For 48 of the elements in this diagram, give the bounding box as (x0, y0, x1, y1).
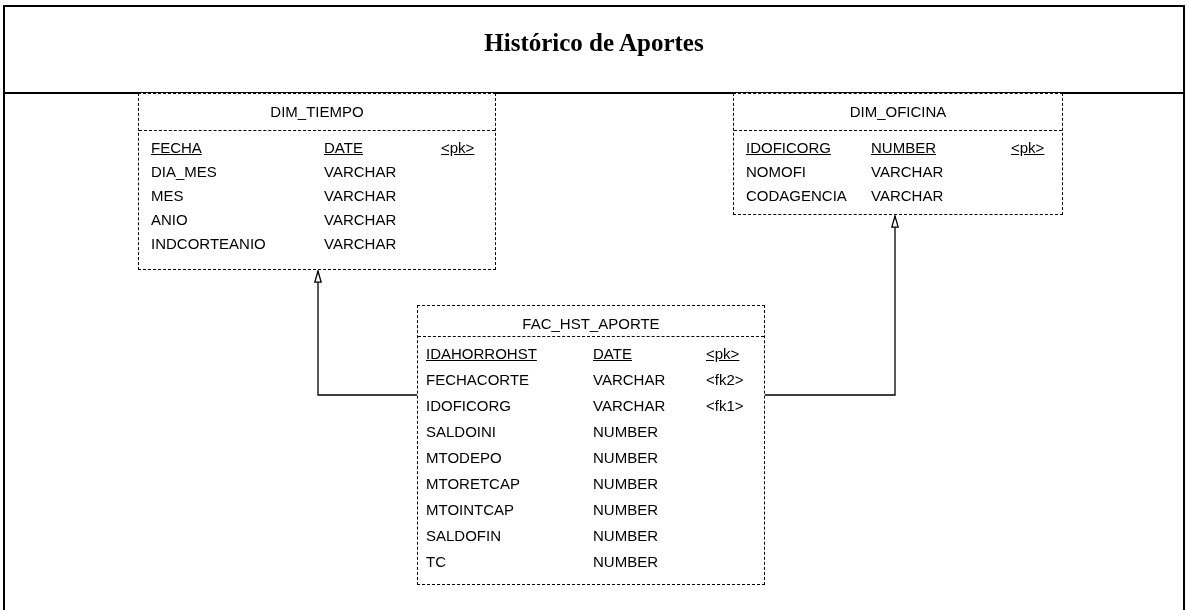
column-name: IDAHORROHST (426, 344, 537, 364)
column-type: NUMBER (593, 474, 658, 494)
relationship-line (764, 215, 899, 396)
column-name: TC (426, 552, 446, 572)
column-type: VARCHAR (871, 162, 944, 182)
table-box (733, 93, 1063, 215)
column-name: SALDOFIN (426, 526, 501, 546)
table-name: DIM_OFICINA (848, 102, 948, 122)
column-name: IDOFICORG (746, 138, 831, 158)
column-type: VARCHAR (593, 396, 666, 416)
table-box (417, 305, 765, 585)
key-marker: <fk1> (706, 396, 744, 416)
table-box (138, 93, 496, 270)
column-name: MTOINTCAP (426, 500, 515, 520)
column-type: VARCHAR (324, 186, 397, 206)
key-marker: <pk> (1011, 138, 1045, 158)
column-type: NUMBER (593, 500, 658, 520)
column-type: NUMBER (871, 138, 936, 158)
column-type: VARCHAR (593, 370, 666, 390)
table-name: DIM_TIEMPO (269, 102, 365, 122)
key-marker: <pk> (706, 344, 740, 364)
column-name: DIA_MES (151, 162, 217, 182)
column-name: CODAGENCIA (746, 186, 847, 206)
column-name: INDCORTEANIO (151, 234, 266, 254)
table-name: FAC_HST_APORTE (521, 314, 661, 334)
column-type: VARCHAR (324, 210, 397, 230)
column-name: SALDOINI (426, 422, 497, 442)
key-marker: <pk> (441, 138, 475, 158)
relationship-line (314, 270, 418, 396)
column-name: FECHACORTE (426, 370, 530, 390)
column-type: DATE (593, 344, 632, 364)
column-type: NUMBER (593, 526, 658, 546)
column-type: DATE (324, 138, 363, 158)
column-name: MTORETCAP (426, 474, 520, 494)
key-marker: <fk2> (706, 370, 744, 390)
column-name: MTODEPO (426, 448, 502, 468)
column-type: NUMBER (593, 552, 658, 572)
column-name: FECHA (151, 138, 202, 158)
diagram-title: Histórico de Aportes (483, 28, 705, 58)
column-name: ANIO (151, 210, 188, 230)
column-type: VARCHAR (324, 234, 397, 254)
column-type: VARCHAR (324, 162, 397, 182)
column-type: VARCHAR (871, 186, 944, 206)
column-type: NUMBER (593, 422, 658, 442)
column-name: MES (151, 186, 184, 206)
column-name: IDOFICORG (426, 396, 511, 416)
column-name: NOMOFI (746, 162, 806, 182)
column-type: NUMBER (593, 448, 658, 468)
